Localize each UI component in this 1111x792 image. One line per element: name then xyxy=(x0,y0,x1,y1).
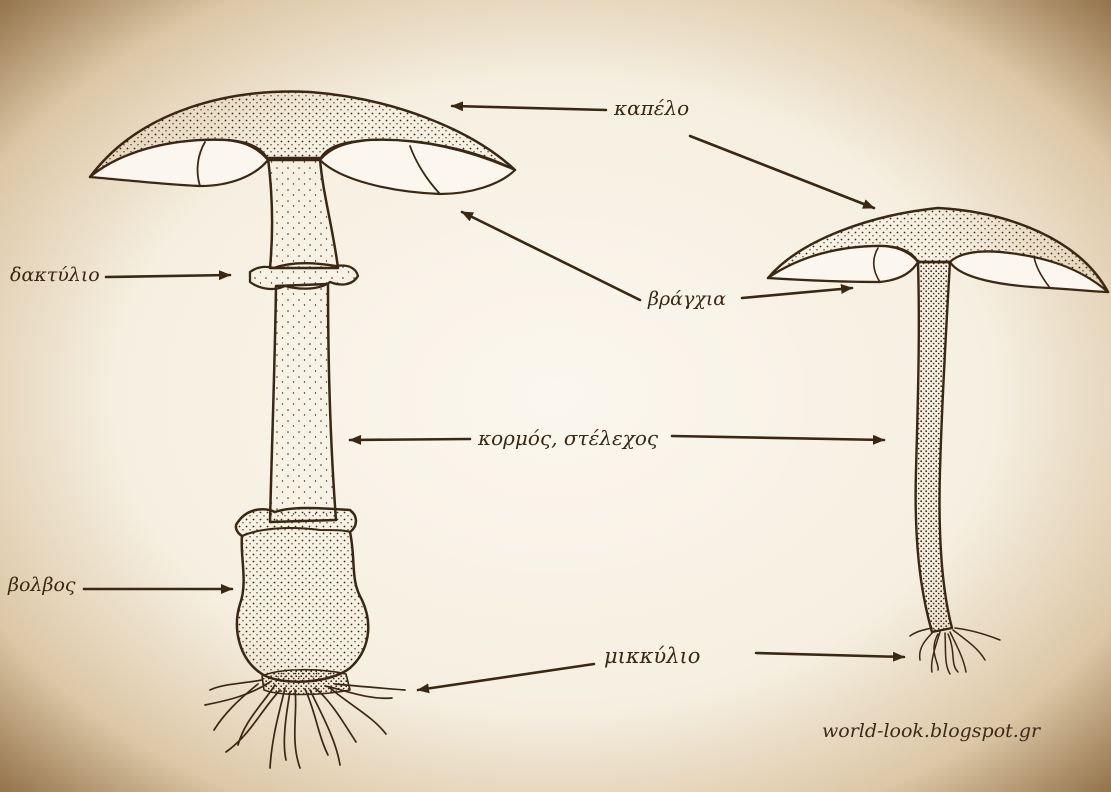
label-gills: βράγχια xyxy=(648,288,727,310)
label-mycelium: μικκύλιο xyxy=(604,644,701,668)
right-stem xyxy=(914,260,954,634)
label-cap: καπέλο xyxy=(614,96,690,120)
left-volva xyxy=(234,506,370,683)
right-mushroom xyxy=(766,206,1110,675)
arrow-stem-left xyxy=(348,434,472,445)
left-lower-stem xyxy=(268,282,338,524)
arrow-stem-right xyxy=(670,434,886,445)
arrow-ring xyxy=(104,270,232,281)
label-ring: δακτύλιο xyxy=(10,264,100,286)
left-mushroom xyxy=(88,90,517,769)
arrow-cap-left xyxy=(450,101,608,112)
label-arrows xyxy=(82,101,906,694)
left-mycelium xyxy=(204,679,406,769)
label-stem: κορμός, στέλεχος xyxy=(478,426,659,450)
right-mycelium xyxy=(909,627,1001,675)
left-gills-right xyxy=(318,138,517,196)
arrow-gills-right xyxy=(740,284,854,300)
arrow-gills-left xyxy=(460,210,642,302)
arrow-mycelium-left xyxy=(416,662,596,694)
right-gills-right xyxy=(948,250,1110,294)
arrow-cap-right xyxy=(688,134,876,210)
arrow-mycelium-right xyxy=(754,651,906,662)
watermark-text: world-look.blogspot.gr xyxy=(822,720,1041,742)
label-volva: βολβος xyxy=(8,574,76,596)
